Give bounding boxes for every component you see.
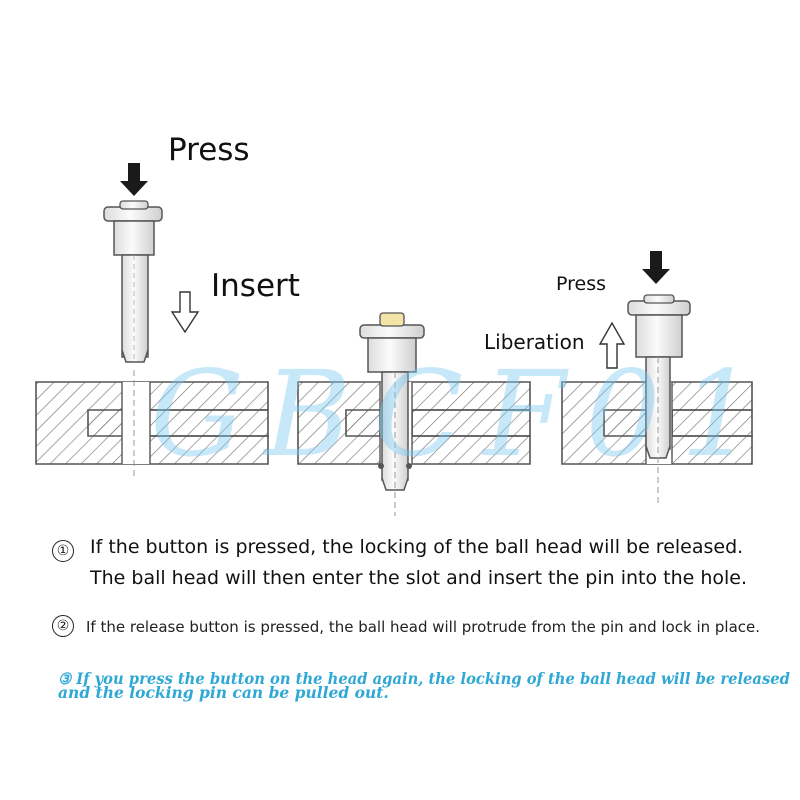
step3-line2: and the locking pin can be pulled out.	[58, 683, 389, 702]
step1-line2: The ball head will then enter the slot a…	[90, 567, 748, 589]
step1-line1: If the button is pressed, the locking of…	[90, 536, 744, 558]
stage1-pin	[103, 200, 163, 363]
watermark-text: GBCF01	[150, 345, 776, 483]
press-label-right: Press	[556, 273, 607, 295]
press-arrow-icon	[642, 251, 670, 284]
down-arrow-icon	[120, 163, 148, 196]
insert-label: Insert	[211, 268, 300, 304]
stage3-pin	[627, 294, 691, 506]
press-label: Press	[168, 132, 250, 168]
step3-line1: ③ If you press the button on the head ag…	[58, 669, 790, 688]
stage2-pin	[359, 312, 425, 516]
insert-arrow-icon	[170, 291, 200, 334]
step2-number: ②	[52, 615, 74, 637]
step2-text: If the release button is pressed, the ba…	[86, 618, 761, 636]
liberation-label: Liberation	[484, 330, 585, 354]
step1-number: ①	[52, 540, 74, 562]
liberation-up-arrow-icon	[598, 321, 626, 369]
stage1-plates	[35, 370, 269, 476]
